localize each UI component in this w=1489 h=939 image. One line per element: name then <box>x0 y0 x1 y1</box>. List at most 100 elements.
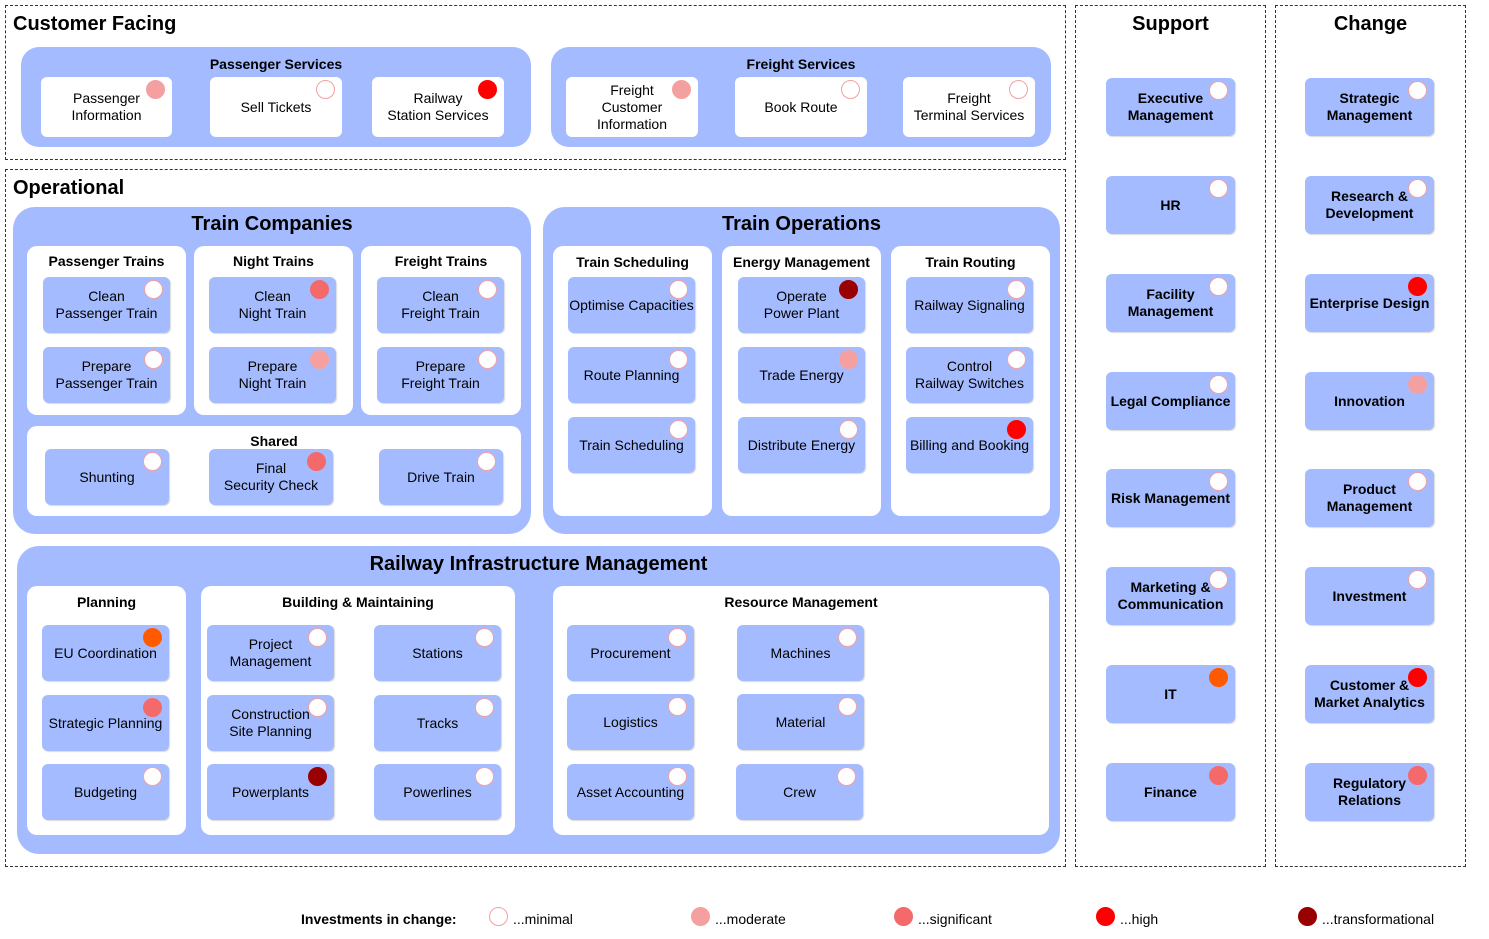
capability-label: Logistics <box>603 713 658 730</box>
investment-level-dot-orange <box>1209 668 1228 687</box>
legend-dot-moderate <box>691 907 710 926</box>
panel-title-train-scheduling: Train Scheduling <box>576 254 689 270</box>
legend-dot-transformational <box>1298 907 1317 926</box>
capability-label: Prepare Freight Train <box>401 358 480 391</box>
zone-title-customer-facing: Customer Facing <box>13 13 177 35</box>
capability-label: Clean Passenger Train <box>55 288 158 321</box>
investment-level-dot-minimal <box>1007 280 1026 299</box>
capability-label: Freight Terminal Services <box>913 90 1025 123</box>
capability-label: Control Railway Switches <box>915 358 1024 391</box>
investment-level-dot-minimal <box>144 350 163 369</box>
investment-level-dot-minimal <box>478 350 497 369</box>
capability-logistics[interactable]: Logistics <box>567 694 694 750</box>
group-title-train-companies: Train Companies <box>191 213 353 235</box>
capability-label: Strategic Planning <box>48 714 163 731</box>
panel-title-resource: Resource Management <box>724 594 878 610</box>
investment-level-dot-minimal <box>308 628 327 647</box>
group-title-freight-services: Freight Services <box>746 56 856 72</box>
capability-label: Finance <box>1144 783 1197 800</box>
capability-label: IT <box>1164 685 1177 702</box>
investment-level-dot-significant <box>1209 766 1228 785</box>
investment-level-dot-minimal <box>1408 179 1427 198</box>
capability-label: Enterprise Design <box>1309 294 1430 311</box>
capability-label: Procurement <box>590 644 671 661</box>
capability-label: HR <box>1160 196 1181 213</box>
capability-label: Strategic Management <box>1326 90 1413 123</box>
capability-label: Sell Tickets <box>240 98 312 115</box>
zone-support <box>1075 5 1266 867</box>
capability-label: Clean Freight Train <box>401 288 480 321</box>
panel-title-planning: Planning <box>76 594 137 610</box>
zone-title-change: Change <box>1333 13 1408 35</box>
capability-construction-site-planning[interactable]: Construction Site Planning <box>207 695 334 751</box>
investment-level-dot-high <box>1408 668 1427 687</box>
investment-level-dot-significant <box>307 452 326 471</box>
capability-label: Operate Power Plant <box>763 288 840 321</box>
investment-level-dot-transformational <box>308 767 327 786</box>
group-title-infrastructure: Railway Infrastructure Management <box>369 553 708 575</box>
investment-level-dot-minimal <box>1209 472 1228 491</box>
investment-level-dot-minimal <box>1209 570 1228 589</box>
investment-level-dot-moderate <box>146 80 165 99</box>
legend-label-moderate: ...moderate <box>715 911 786 927</box>
zone-operational <box>5 169 1066 867</box>
investment-level-dot-minimal <box>1209 277 1228 296</box>
legend-title: Investments in change: <box>301 911 457 927</box>
group-title-passenger-services: Passenger Services <box>209 56 343 72</box>
capability-label: Research & Development <box>1325 188 1414 221</box>
investment-level-dot-minimal <box>1408 570 1427 589</box>
zone-title-operational: Operational <box>13 177 125 199</box>
investment-level-dot-minimal <box>1209 179 1228 198</box>
capability-prepare-freight-train[interactable]: Prepare Freight Train <box>377 347 504 403</box>
capability-label: Customer & Market Analytics <box>1314 677 1425 710</box>
investment-level-dot-moderate <box>839 350 858 369</box>
capability-label: Route Planning <box>583 366 680 383</box>
zone-change <box>1275 5 1466 867</box>
investment-level-dot-high <box>1007 420 1026 439</box>
panel-title-energy-management: Energy Management <box>733 254 870 270</box>
panel-title-shared: Shared <box>250 433 298 449</box>
investment-level-dot-transformational <box>839 280 858 299</box>
capability-label: Passenger Information <box>71 90 142 123</box>
capability-label: Machines <box>770 644 831 661</box>
investment-level-dot-minimal <box>477 452 496 471</box>
investment-level-dot-significant <box>310 280 329 299</box>
group-title-train-operations: Train Operations <box>722 213 881 235</box>
investment-level-dot-minimal <box>308 698 327 717</box>
capability-label: Risk Management <box>1110 489 1231 506</box>
capability-label: Facility Management <box>1127 286 1214 319</box>
capability-label: Construction Site Planning <box>229 706 312 739</box>
capability-label: Trade Energy <box>759 366 844 383</box>
investment-level-dot-minimal <box>475 628 494 647</box>
capability-label: Material <box>775 713 826 730</box>
legend-label-significant: ...significant <box>918 911 992 927</box>
investment-level-dot-significant <box>1408 766 1427 785</box>
capability-material[interactable]: Material <box>737 694 864 750</box>
panel-title-freight-trains: Freight Trains <box>394 253 488 269</box>
capability-label: Train Scheduling <box>579 436 684 453</box>
capability-label: Freight Customer Information <box>596 81 668 132</box>
capability-operate-power-plant[interactable]: Operate Power Plant <box>738 277 865 333</box>
investment-level-dot-minimal <box>1209 81 1228 100</box>
legend-label-high: ...high <box>1120 911 1159 927</box>
capability-billing-and-booking[interactable]: Billing and Booking <box>906 417 1033 473</box>
investment-level-dot-minimal <box>669 350 688 369</box>
capability-marketing-communication[interactable]: Marketing & Communication <box>1106 567 1235 625</box>
capability-control-railway-switches[interactable]: Control Railway Switches <box>906 347 1033 403</box>
legend-label-minimal: ...minimal <box>513 911 573 927</box>
investment-level-dot-minimal <box>1209 375 1228 394</box>
investment-level-dot-minimal <box>143 767 162 786</box>
capability-label: Regulatory Relations <box>1332 775 1407 808</box>
capability-strategic-planning[interactable]: Strategic Planning <box>42 695 169 751</box>
capability-label: Distribute Energy <box>747 436 856 453</box>
zone-customer-facing <box>5 5 1066 160</box>
capability-label: Marketing & Communication <box>1117 579 1224 612</box>
investment-level-dot-orange <box>143 628 162 647</box>
investment-level-dot-minimal <box>838 628 857 647</box>
capability-label: Powerlines <box>403 783 472 800</box>
investment-level-dot-minimal <box>144 280 163 299</box>
investment-level-dot-minimal <box>1408 81 1427 100</box>
legend-label-transformational: ...transformational <box>1322 911 1435 927</box>
investment-level-dot-significant <box>143 698 162 717</box>
investment-level-dot-moderate <box>672 80 691 99</box>
